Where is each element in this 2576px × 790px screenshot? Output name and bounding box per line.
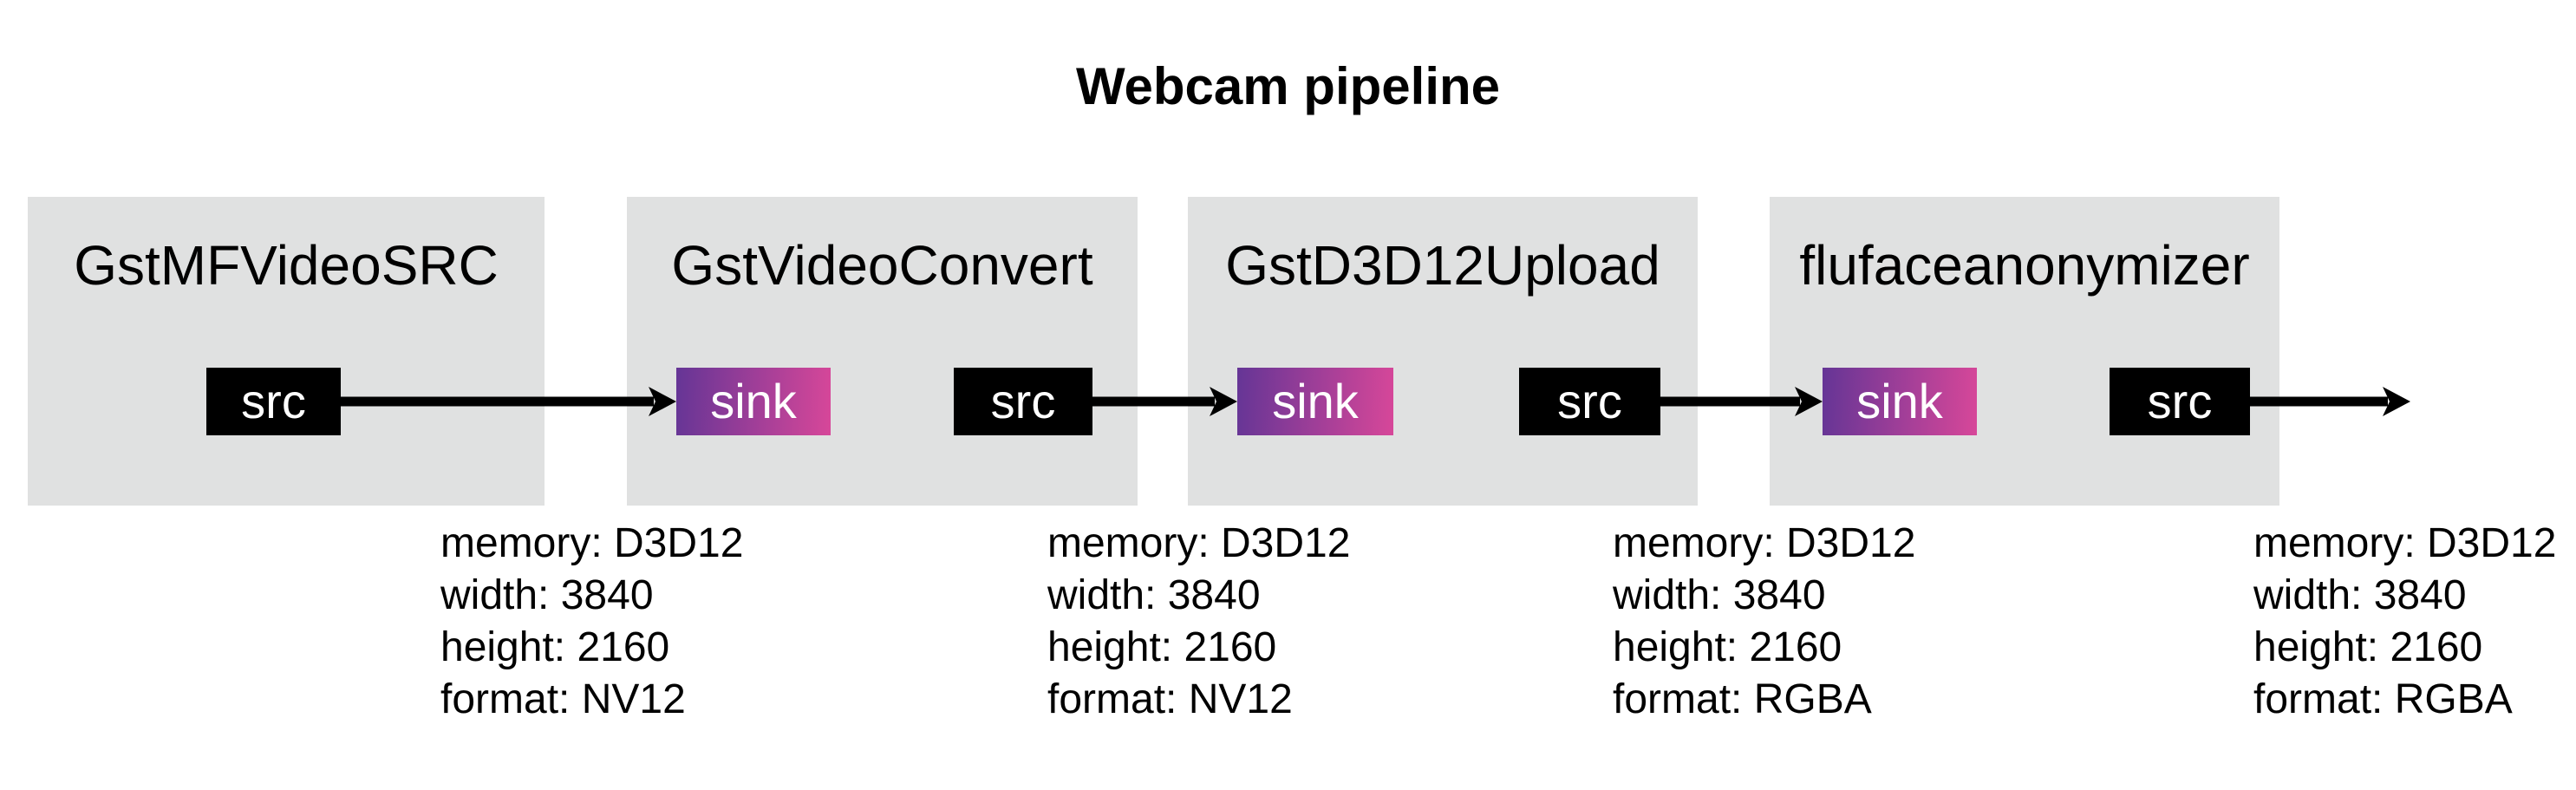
caps-line: width: 3840 (440, 572, 654, 618)
pad-label: src (990, 374, 1056, 428)
caps-line: width: 3840 (1613, 572, 1826, 618)
arrow-shaft (1092, 396, 1215, 407)
pad-src-gstd3d12upload: src (1519, 368, 1660, 435)
caps-line: memory: D3D12 (1047, 520, 1351, 566)
caps-line: width: 3840 (2253, 572, 2467, 618)
caps-line: format: RGBA (1613, 676, 1872, 722)
element-name: GstVideoConvert (671, 234, 1093, 297)
arrow-head-icon (1210, 387, 1237, 416)
caps-line: height: 2160 (1613, 624, 1842, 670)
pad-src-gstmfvideosrc: src (206, 368, 341, 435)
link-arrow-3 (1660, 387, 1823, 416)
arrow-head-icon (1795, 387, 1823, 416)
element-box-gstmfvideosrc: GstMFVideoSRC (28, 197, 545, 506)
pad-src-gstvideoconvert: src (954, 368, 1092, 435)
pad-label: src (241, 374, 306, 428)
pad-sink-gstvideoconvert: sink (676, 368, 831, 435)
caps-line: height: 2160 (1047, 624, 1277, 670)
caps-block-2: memory: D3D12 width: 3840 height: 2160 f… (1047, 518, 1350, 726)
arrow-shaft (2250, 396, 2388, 407)
pad-label: src (2147, 374, 2213, 428)
pad-sink-flufaceanonymizer: sink (1823, 368, 1977, 435)
diagram-title: Webcam pipeline (1075, 57, 1501, 115)
link-arrow-1 (341, 387, 676, 416)
arrow-shaft (341, 396, 654, 407)
element-box-gstvideoconvert: GstVideoConvert (627, 197, 1138, 506)
element-name: GstD3D12Upload (1225, 234, 1660, 297)
caps-line: format: RGBA (2253, 676, 2513, 722)
pad-sink-gstd3d12upload: sink (1237, 368, 1393, 435)
caps-line: format: NV12 (440, 676, 686, 722)
pad-label: src (1557, 374, 1622, 428)
caps-line: height: 2160 (2253, 624, 2483, 670)
pad-src-flufaceanonymizer: src (2110, 368, 2250, 435)
caps-line: memory: D3D12 (2253, 520, 2557, 566)
element-name: flufaceanonymizer (1799, 234, 2250, 297)
arrow-head-icon (2383, 387, 2410, 416)
element-box-flufaceanonymizer: flufaceanonymizer (1770, 197, 2279, 506)
link-arrow-2 (1092, 387, 1237, 416)
caps-line: memory: D3D12 (440, 520, 744, 566)
element-name: GstMFVideoSRC (74, 234, 499, 297)
caps-line: width: 3840 (1047, 572, 1261, 618)
caps-line: format: NV12 (1047, 676, 1293, 722)
arrow-head-icon (649, 387, 676, 416)
caps-block-1: memory: D3D12 width: 3840 height: 2160 f… (440, 518, 743, 726)
caps-line: height: 2160 (440, 624, 670, 670)
pad-label: sink (710, 374, 797, 428)
element-box-gstd3d12upload: GstD3D12Upload (1188, 197, 1698, 506)
caps-line: memory: D3D12 (1613, 520, 1916, 566)
caps-block-4: memory: D3D12 width: 3840 height: 2160 f… (2253, 518, 2556, 726)
link-arrow-4-output (2250, 387, 2410, 416)
pad-label: sink (1272, 374, 1359, 428)
caps-block-3: memory: D3D12 width: 3840 height: 2160 f… (1613, 518, 1915, 726)
pad-label: sink (1856, 374, 1943, 428)
arrow-shaft (1660, 396, 1800, 407)
